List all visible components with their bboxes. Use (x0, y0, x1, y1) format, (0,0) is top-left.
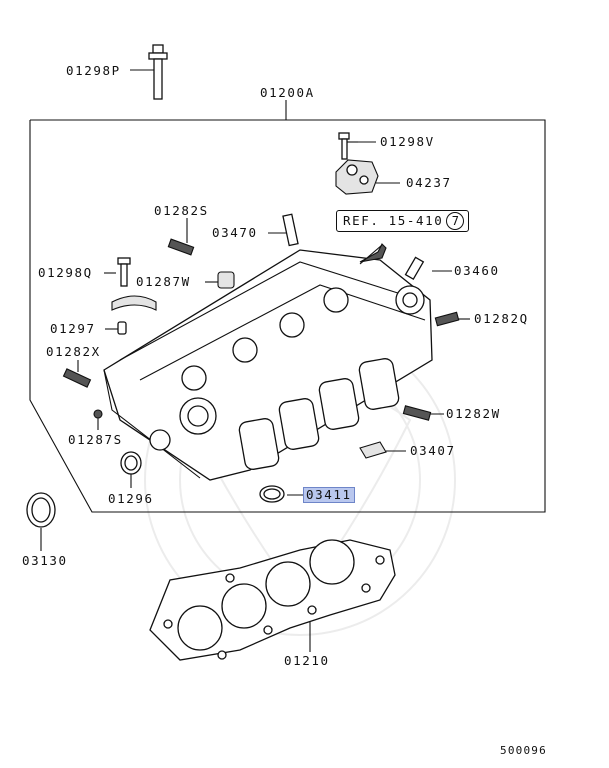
label-03460[interactable]: 03460 (454, 263, 500, 278)
label-03407[interactable]: 03407 (410, 443, 456, 458)
label-03411-highlighted[interactable]: 03411 (303, 487, 355, 503)
label-01282w[interactable]: 01282W (446, 406, 501, 421)
label-01200a[interactable]: 01200A (260, 85, 315, 100)
stud-01282x (62, 368, 92, 388)
pin-03470 (282, 213, 299, 247)
label-03470[interactable]: 03470 (212, 225, 258, 240)
bolt-01298p (130, 44, 168, 100)
seal-03130 (26, 492, 56, 528)
label-01297[interactable]: 01297 (50, 321, 96, 336)
label-01296[interactable]: 01296 (108, 491, 154, 506)
cylinder-head-body (103, 243, 433, 481)
leader-lines (40, 100, 470, 652)
label-01282x[interactable]: 01282X (46, 344, 101, 359)
label-01298v[interactable]: 01298V (380, 134, 435, 149)
ref-circle-number: 7 (446, 212, 465, 230)
head-gasket-01210 (149, 539, 396, 661)
stud-01282s (167, 238, 195, 256)
plug-01287w (217, 271, 235, 289)
assembly-frame (29, 119, 546, 513)
diagram-code: 500096 (500, 744, 547, 757)
label-01287s[interactable]: 01287S (68, 432, 123, 447)
stud-01282w (402, 405, 432, 421)
label-04237[interactable]: 04237 (406, 175, 452, 190)
label-01298p[interactable]: 01298P (66, 63, 121, 78)
bolt-01298q (117, 257, 131, 287)
plug-01287s (93, 409, 103, 419)
label-01282s[interactable]: 01282S (154, 203, 209, 218)
cap-03407 (359, 441, 387, 459)
bracket-04237 (335, 159, 379, 195)
seal-01296 (120, 451, 142, 475)
label-01210[interactable]: 01210 (284, 653, 330, 668)
pin-03460 (404, 256, 425, 281)
label-01298q[interactable]: 01298Q (38, 265, 93, 280)
bolt-01298v (338, 132, 358, 160)
cap-01297 (111, 295, 157, 335)
label-01282q[interactable]: 01282Q (474, 311, 529, 326)
label-03130[interactable]: 03130 (22, 553, 68, 568)
stud-01282q (434, 311, 460, 327)
label-01287w[interactable]: 01287W (136, 274, 191, 289)
ring-03411 (259, 485, 285, 503)
ref-text: REF. 15-410 (343, 213, 444, 228)
